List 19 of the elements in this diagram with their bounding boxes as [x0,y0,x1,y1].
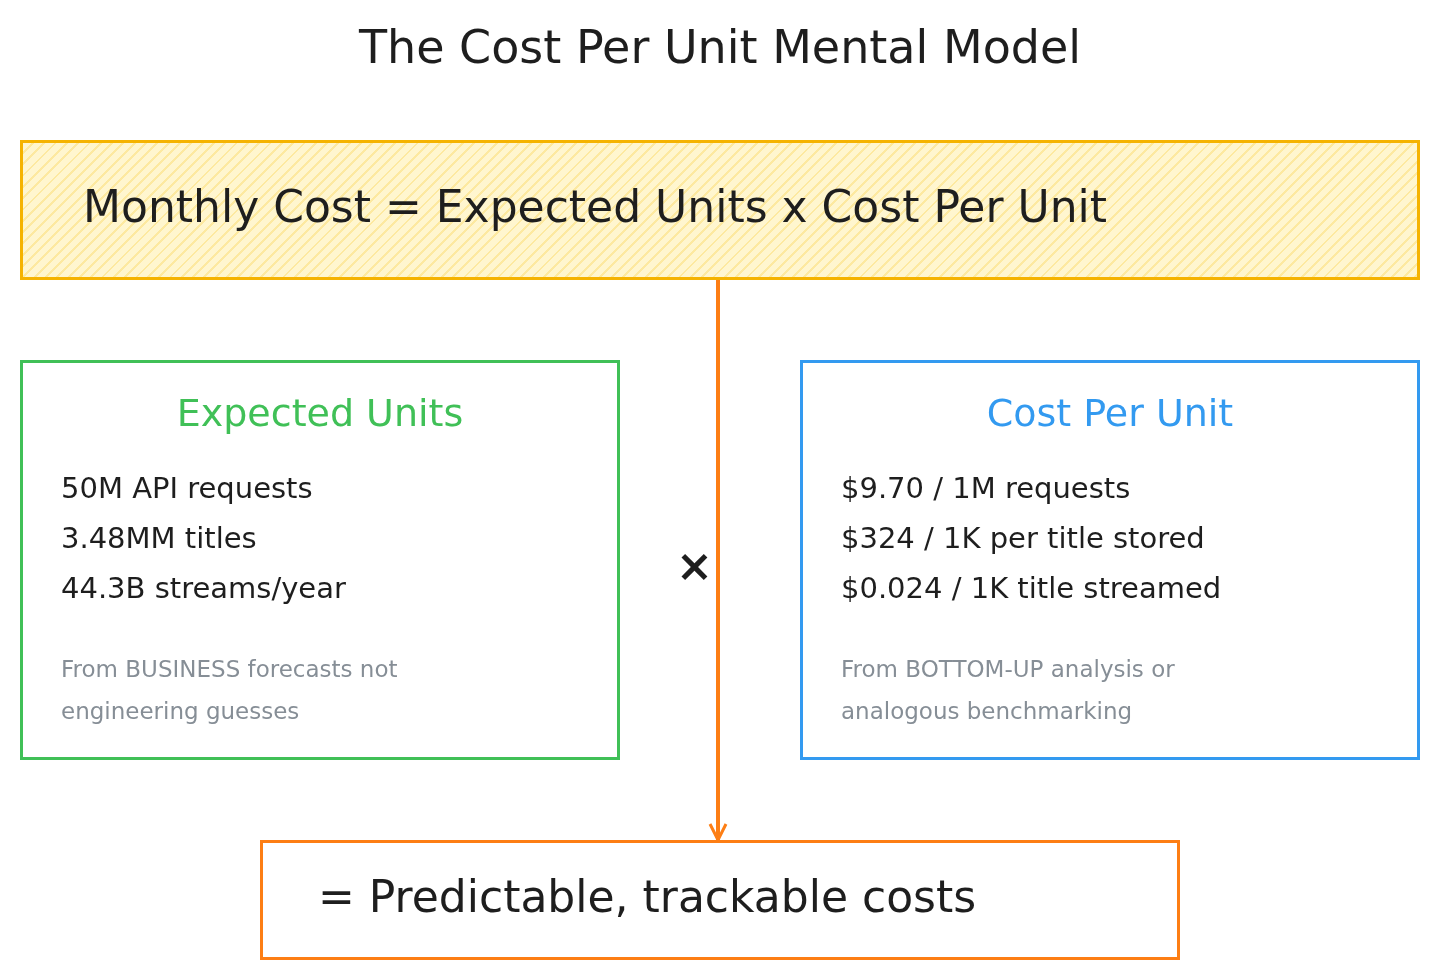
cost-box [800,360,1420,760]
list-item: 3.48MM titles [61,521,257,555]
list-item: $324 / 1K per title stored [841,521,1205,555]
arrow [708,280,728,842]
list-item: $9.70 / 1M requests [841,471,1131,505]
diagram-title: The Cost Per Unit Mental Model [357,20,1083,74]
note-text: From BUSINESS forecasts not engineering guesses [61,655,399,726]
list-item: 50M API requests [61,471,313,505]
formula-text: Monthly Cost = Expected Units x Cost Per Unit [83,181,1108,232]
multiply-sign: × [676,540,713,591]
result-box [260,840,1180,960]
units-box [20,360,620,760]
list-item: $0.024 / 1K title streamed [841,571,1222,605]
formula-box [20,140,1420,280]
result-text: = Predictable, trackable costs [318,871,977,922]
note-text: From BOTTOM-UP analysis or analogous benchmarking [841,655,1176,726]
list-item: 44.3B streams/year [61,571,346,605]
box-heading: Expected Units [175,391,465,435]
box-heading: Cost Per Unit [985,391,1235,435]
